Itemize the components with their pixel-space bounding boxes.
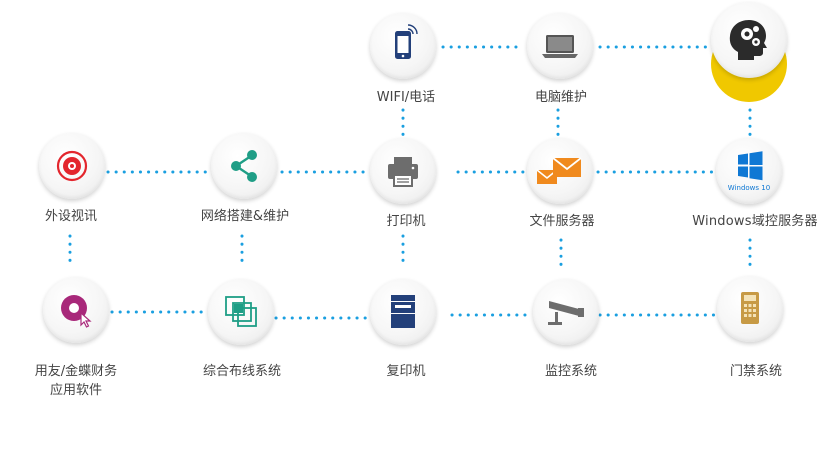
node-cabling[interactable] — [208, 279, 274, 345]
label-pc-maintenance: 电脑维护 — [534, 90, 588, 105]
mobile-phone-icon — [395, 24, 418, 59]
node-finance-software[interactable] — [43, 277, 109, 343]
node-pc-maintenance[interactable] — [527, 13, 593, 79]
node-brain[interactable] — [711, 2, 787, 78]
node-file-server[interactable] — [527, 138, 593, 204]
copier-icon — [391, 295, 415, 328]
security-camera-icon — [548, 301, 584, 325]
label-windows-domain: Windows域控服务器 — [692, 214, 818, 229]
node-copier[interactable] — [370, 279, 436, 345]
share-network-icon — [231, 150, 257, 182]
windows-10-icon: Windows 10 — [728, 151, 770, 192]
windows-badge-text: Windows 10 — [728, 184, 770, 192]
brain-gears-icon — [729, 20, 767, 60]
label-finance-line2: 应用软件 — [49, 383, 103, 398]
label-wifi-phone: WIFI/电话 — [376, 90, 436, 105]
printer-icon — [388, 157, 418, 187]
webcam-icon — [56, 150, 88, 182]
laptop-icon — [542, 35, 578, 58]
node-windows-domain[interactable]: Windows 10 — [716, 138, 782, 204]
label-file-server: 文件服务器 — [529, 214, 595, 229]
label-printer: 打印机 — [386, 214, 426, 229]
overlapping-squares-icon — [225, 296, 257, 327]
node-printer[interactable] — [370, 138, 436, 204]
node-cctv[interactable] — [533, 279, 599, 345]
label-access-control: 门禁系统 — [729, 364, 783, 379]
envelopes-icon — [536, 157, 582, 184]
label-cabling: 综合布线系统 — [202, 364, 282, 379]
label-cctv: 监控系统 — [544, 364, 598, 379]
label-peripheral-video: 外设视讯 — [44, 209, 98, 224]
label-network: 网络搭建&维护 — [200, 209, 290, 224]
label-finance-line1: 用友/金蝶财务 — [34, 364, 118, 379]
node-network[interactable] — [211, 133, 277, 199]
label-finance-software: 用友/金蝶财务 应用软件 — [35, 362, 117, 400]
keypad-icon — [741, 292, 759, 324]
label-copier: 复印机 — [386, 364, 426, 379]
disc-cursor-icon — [61, 295, 92, 328]
node-wifi-phone[interactable] — [370, 13, 436, 79]
node-peripheral-video[interactable] — [39, 133, 105, 199]
node-access-control[interactable] — [717, 276, 783, 342]
